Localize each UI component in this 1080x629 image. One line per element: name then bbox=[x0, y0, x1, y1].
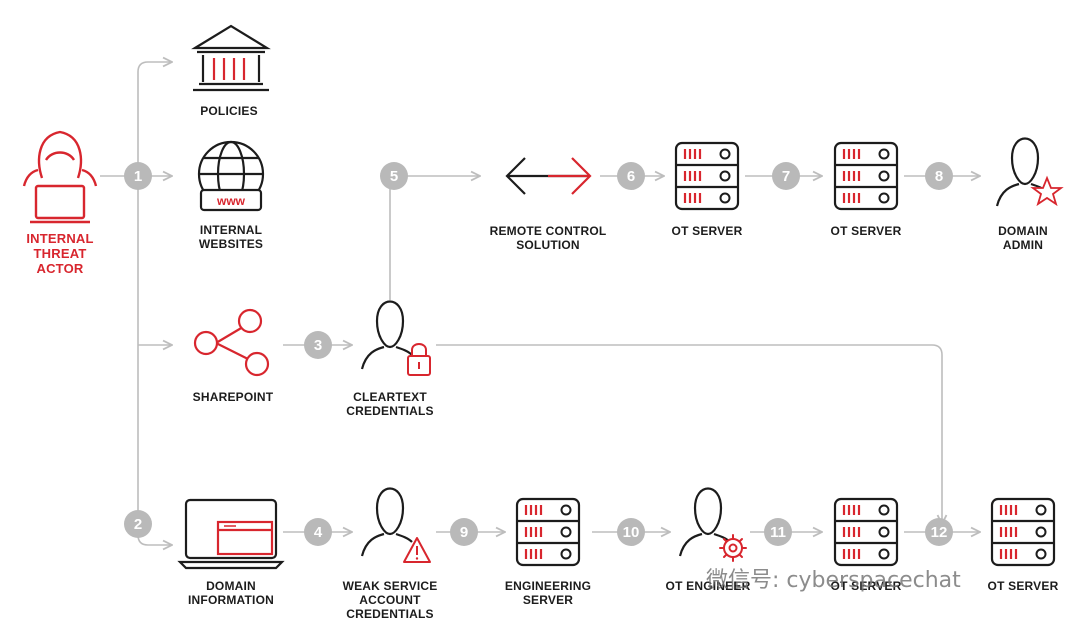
user-gear-icon bbox=[678, 487, 747, 562]
user-star-icon bbox=[995, 137, 1064, 208]
policies-label: POLICIES bbox=[200, 104, 258, 118]
step-badges: 1 2 3 4 5 6 7 8 9 10 11 12 bbox=[124, 162, 953, 546]
laptop-icon bbox=[177, 498, 285, 570]
step-badge-2: 2 bbox=[124, 510, 152, 538]
step-badge-5: 5 bbox=[380, 162, 408, 190]
step-badge-1: 1 bbox=[124, 162, 152, 190]
svg-text:4: 4 bbox=[314, 524, 323, 541]
ot-server-3-label: OT SERVER bbox=[830, 579, 902, 593]
svg-text:11: 11 bbox=[770, 524, 786, 541]
hooded-hacker-icon bbox=[22, 130, 98, 224]
step-badge-6: 6 bbox=[617, 162, 645, 190]
step-badge-3: 3 bbox=[304, 331, 332, 359]
bank-building-icon bbox=[191, 24, 271, 92]
step-badge-12: 12 bbox=[925, 518, 953, 546]
svg-text:9: 9 bbox=[460, 524, 468, 541]
svg-text:8: 8 bbox=[935, 168, 943, 185]
user-lock-icon bbox=[360, 300, 431, 376]
ot-server-4-label: OT SERVER bbox=[987, 579, 1059, 593]
sharepoint-label: SHAREPOINT bbox=[192, 390, 274, 404]
step-badge-11: 11 bbox=[764, 518, 792, 546]
step-badge-4: 4 bbox=[304, 518, 332, 546]
ot-server-1-label: OT SERVER bbox=[671, 224, 743, 238]
server-icon-engineering bbox=[515, 497, 581, 567]
svg-text:7: 7 bbox=[782, 168, 790, 185]
step-badge-9: 9 bbox=[450, 518, 478, 546]
svg-text:www: www bbox=[216, 194, 246, 208]
server-icon-ot-1 bbox=[674, 141, 740, 211]
www-globe-icon: www bbox=[197, 140, 265, 212]
user-warning-icon bbox=[360, 487, 431, 563]
svg-text:5: 5 bbox=[390, 168, 398, 185]
step-badge-8: 8 bbox=[925, 162, 953, 190]
step-badge-7: 7 bbox=[772, 162, 800, 190]
share-network-icon bbox=[193, 308, 270, 377]
svg-text:3: 3 bbox=[314, 337, 322, 354]
ot-server-2-label: OT SERVER bbox=[830, 224, 902, 238]
svg-text:10: 10 bbox=[623, 524, 640, 541]
watermark: 微信号: cyberspacechat bbox=[706, 568, 961, 593]
svg-text:12: 12 bbox=[931, 524, 948, 541]
svg-text:2: 2 bbox=[134, 516, 142, 533]
server-icon-ot-3 bbox=[833, 497, 899, 567]
svg-text:1: 1 bbox=[134, 168, 142, 185]
server-icon-ot-4 bbox=[990, 497, 1056, 567]
arrows-icon bbox=[505, 157, 592, 195]
server-icon-ot-2 bbox=[833, 141, 899, 211]
ot-engineer-label: OT ENGINEER bbox=[665, 579, 751, 593]
step-badge-10: 10 bbox=[617, 518, 645, 546]
connector-lines bbox=[100, 62, 980, 545]
svg-text:6: 6 bbox=[627, 168, 635, 185]
